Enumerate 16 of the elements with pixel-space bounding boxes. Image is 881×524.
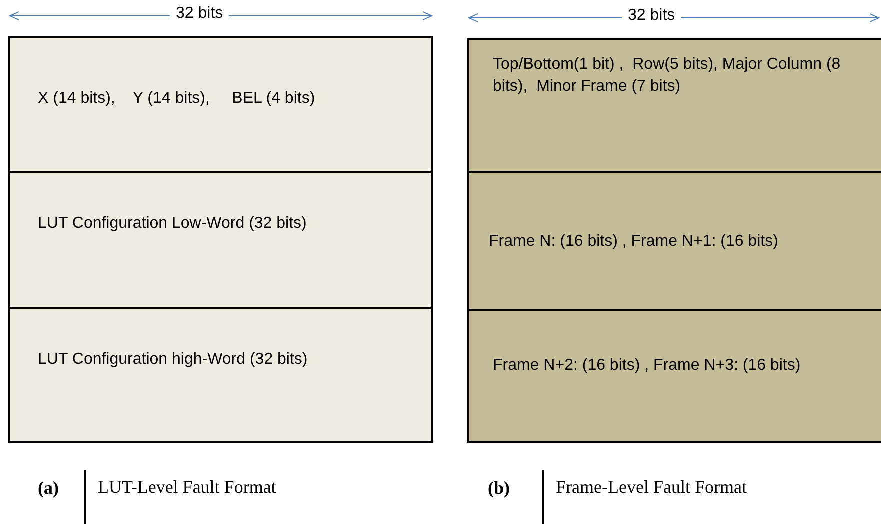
subfigure-tag: (a) <box>38 478 59 499</box>
field-text: LUT Configuration Low-Word (32 bits) <box>38 214 308 234</box>
field-box <box>8 36 433 173</box>
field-box <box>8 307 433 443</box>
field-text: Frame N: (16 bits) , Frame N+1: (16 bits) <box>489 232 780 252</box>
subfigure-caption: LUT-Level Fault Format <box>98 476 278 499</box>
field-text: X (14 bits), Y (14 bits), BEL (4 bits) <box>38 89 316 109</box>
field-text: LUT Configuration high-Word (32 bits) <box>38 350 309 370</box>
field-text: Frame N+2: (16 bits) , Frame N+3: (16 bits) <box>493 356 802 376</box>
field-box <box>467 38 881 173</box>
field-box <box>8 171 433 309</box>
subfigure-caption: Frame-Level Fault Format <box>556 476 748 499</box>
field-box <box>467 171 881 311</box>
subfigure-tag: (b) <box>488 478 510 499</box>
field-text: Top/Bottom(1 bit) , Row(5 bits), Major Column (8 bits), Minor Frame (7 bits) <box>493 55 842 97</box>
field-box <box>467 309 881 443</box>
